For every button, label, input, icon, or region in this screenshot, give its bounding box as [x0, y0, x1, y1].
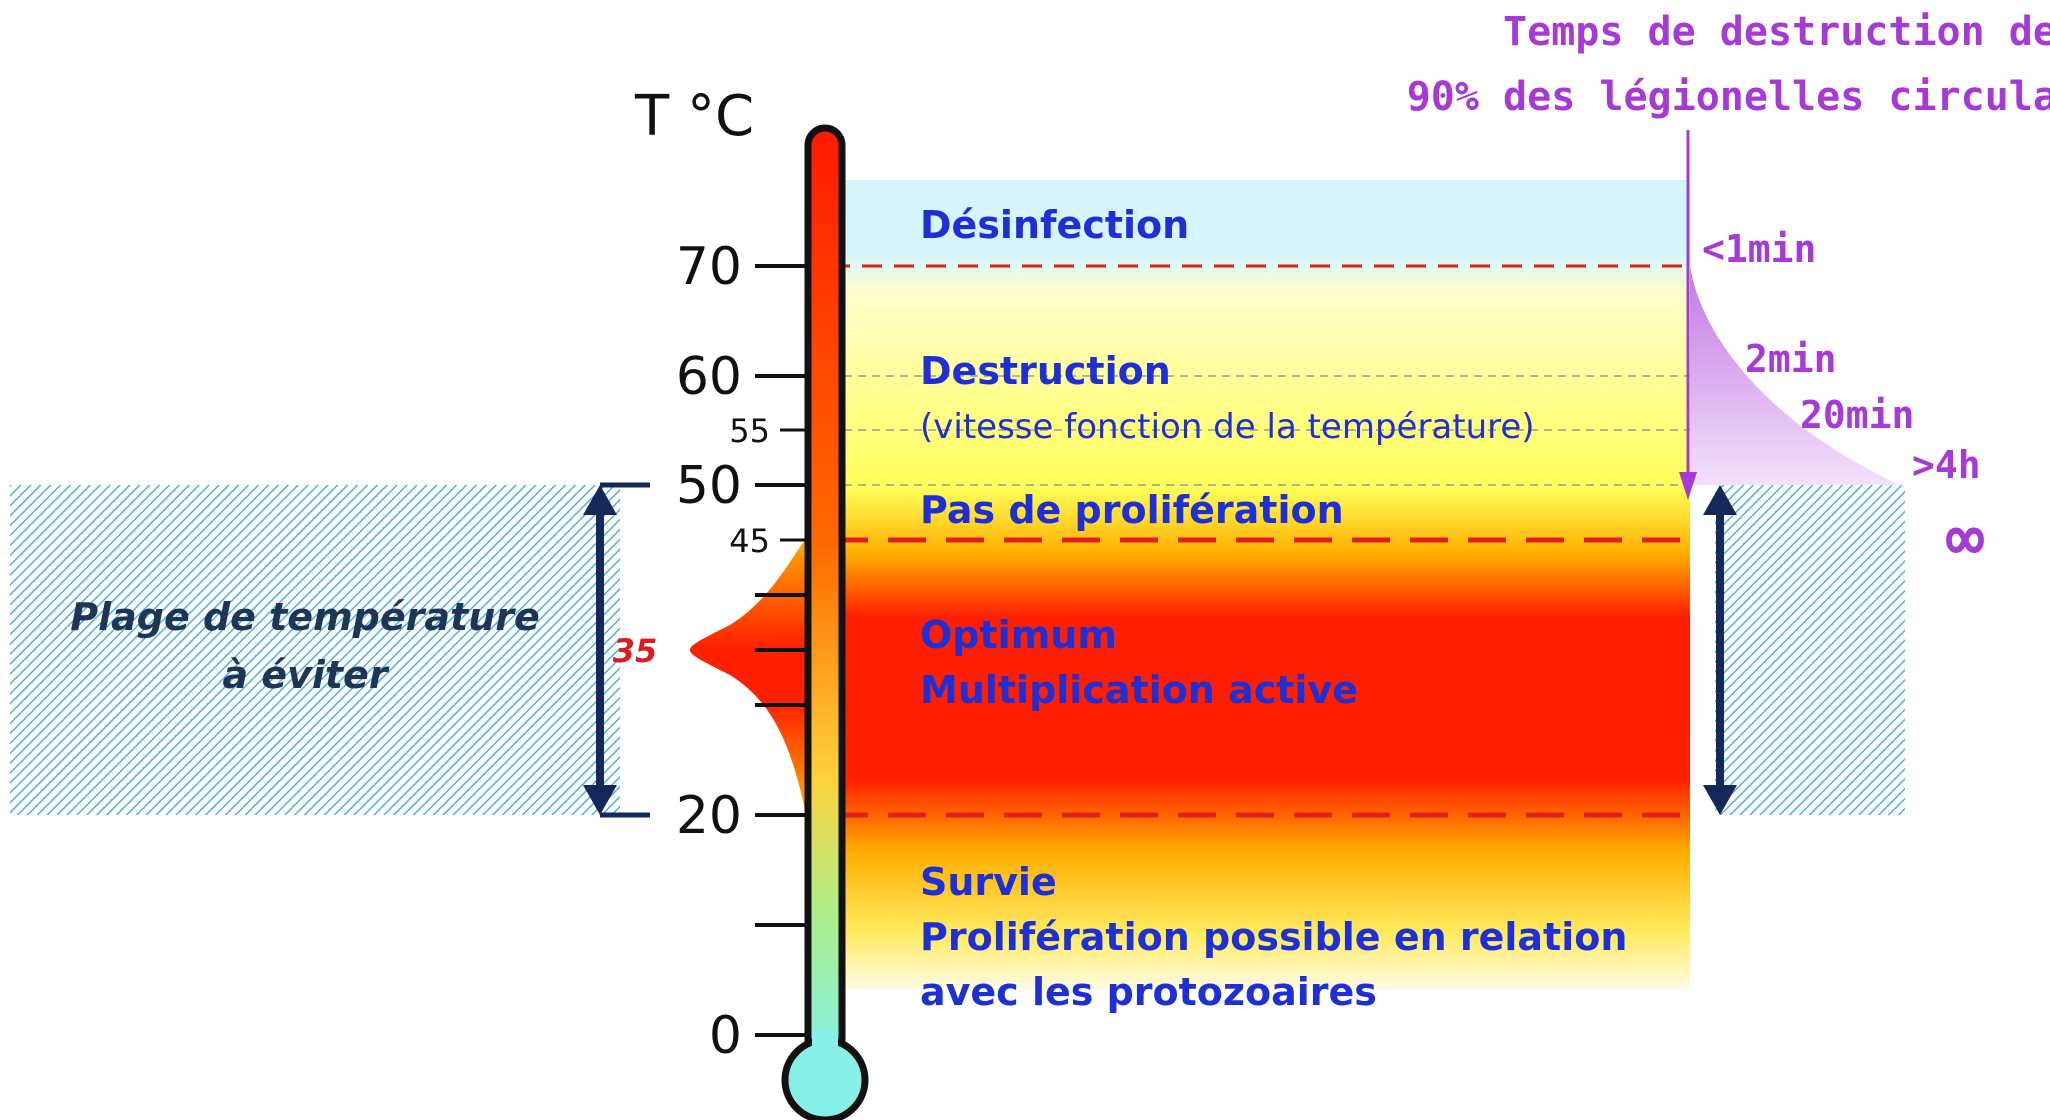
tick-label-70: 70	[676, 237, 742, 297]
time-label-45: ∞	[1946, 502, 1985, 576]
zone-destruction-note: (vitesse fonction de la température)	[920, 407, 1535, 447]
tick-label-55: 55	[729, 412, 770, 450]
tick-label-50: 50	[676, 456, 742, 516]
zone-survival-note-2: avec les protozoaires	[920, 970, 1377, 1014]
avoid-range-hatch	[10, 485, 1905, 815]
threshold-lines	[830, 264, 1690, 818]
tick-label-20: 20	[676, 786, 742, 846]
time-label-55: 20min	[1800, 393, 1914, 437]
zone-optimum-note: Multiplication active	[920, 668, 1358, 712]
zone-survival-note-1: Prolifération possible en relation	[920, 915, 1627, 959]
destruction-time-curve	[1679, 130, 1900, 500]
destruction-time-title-1: Temps de destruction de	[1503, 9, 2050, 55]
zone-optimum: Optimum	[920, 613, 1117, 657]
tick-label-0: 0	[709, 1006, 742, 1066]
destruction-time-title-2: 90% des légionelles circulantes	[1407, 74, 2050, 120]
axis-unit-label: T °C	[634, 84, 754, 149]
avoid-range-arrow-left	[583, 482, 650, 818]
avoid-range-label-line2: à éviter	[222, 653, 389, 697]
tick-label-45: 45	[729, 522, 770, 560]
time-label-60: 2min	[1745, 337, 1837, 381]
avoid-range-arrow-right	[1703, 485, 1737, 815]
avoid-range-label-line1: Plage de température	[70, 595, 540, 639]
zone-disinfection: Désinfection	[920, 203, 1189, 247]
guide-lines	[830, 375, 1690, 486]
zone-destruction: Destruction	[920, 349, 1171, 393]
optimum-peak-shape	[690, 540, 805, 810]
time-label-50: >4h	[1912, 443, 1981, 487]
thermometer	[781, 124, 869, 1120]
zone-no-growth: Pas de prolifération	[920, 488, 1344, 532]
peak-label-35: 35	[613, 632, 658, 670]
time-label-70: <1min	[1702, 227, 1816, 271]
temperature-zone-band	[820, 180, 1690, 990]
zone-survival: Survie	[920, 860, 1057, 904]
tick-label-60: 60	[676, 347, 742, 407]
